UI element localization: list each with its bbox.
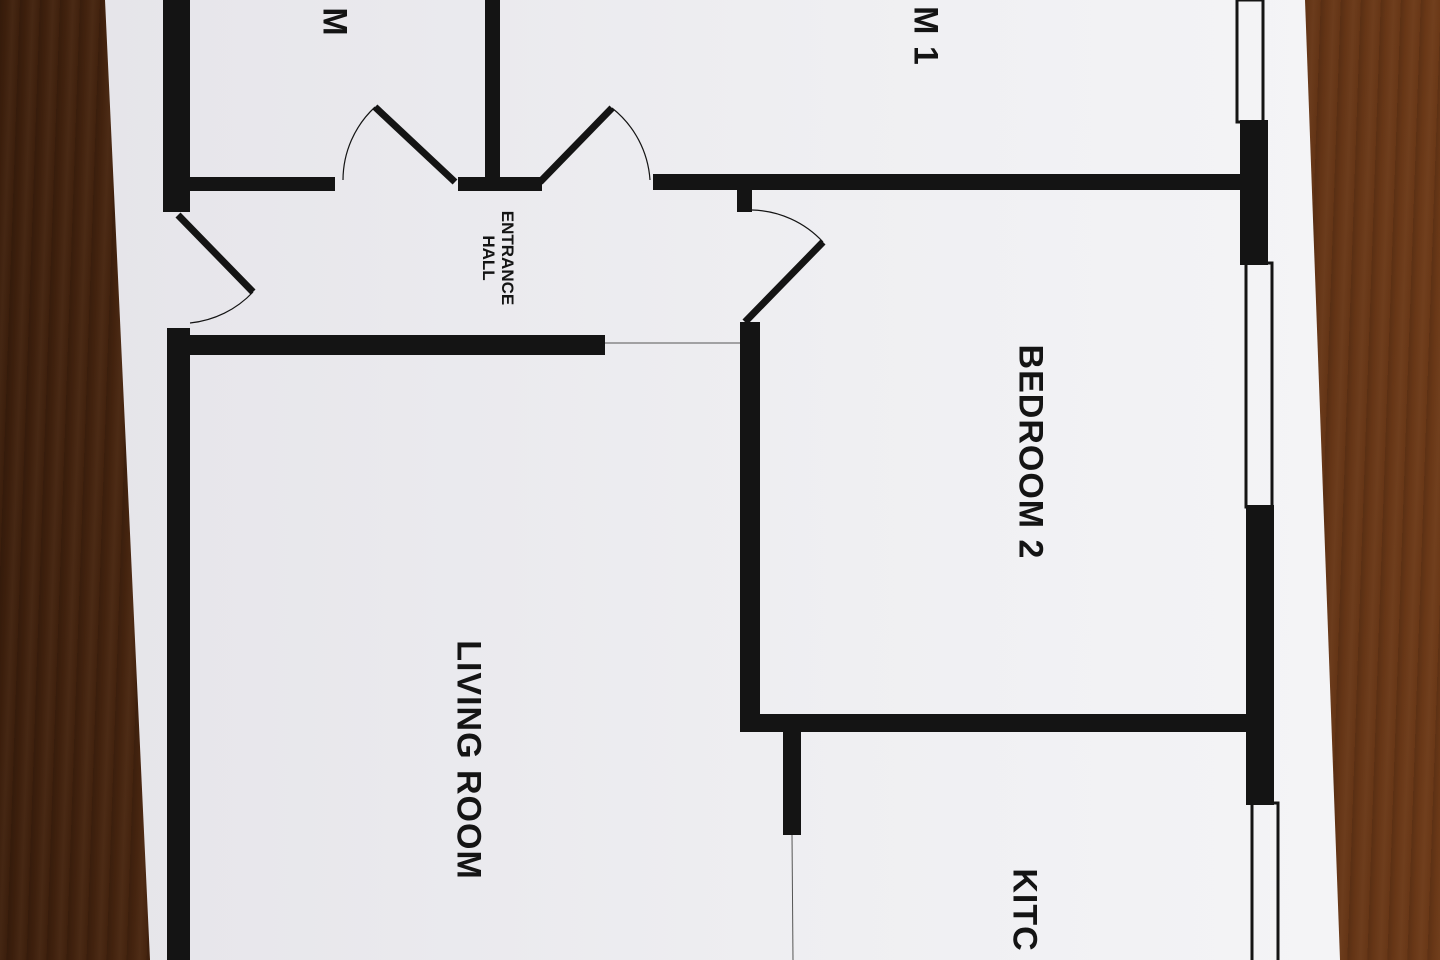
entrance-hall-line2: HALL	[479, 235, 498, 281]
wall-bedroom1-bottom	[653, 174, 1253, 190]
room-label-kitchen: KITC	[1005, 868, 1044, 952]
door-bedroom2-swing	[751, 209, 824, 243]
wall-bedroom2-stub	[737, 185, 752, 212]
door-bedroom2-leaf	[742, 239, 826, 325]
door-bedroom1-leaf	[537, 105, 615, 185]
opening-lines	[605, 342, 794, 960]
wall-right-a	[1240, 120, 1268, 265]
door-bedroom1-swing	[611, 107, 651, 181]
wall-bedroom2-bottom	[740, 714, 1255, 732]
door-front-swing	[189, 291, 254, 324]
paper-sheet	[105, 0, 1340, 960]
wall-hall-stub	[458, 177, 542, 191]
door-front-leaf-a	[175, 212, 256, 295]
wall-bathroom-bottom	[188, 177, 335, 191]
doors	[175, 104, 826, 325]
window-bedroom1	[1235, 0, 1265, 124]
window-kitchen	[1250, 801, 1280, 960]
wall-left-upper	[163, 0, 190, 212]
room-label-entrance-hall: ENTRANCE HALL	[479, 211, 517, 305]
entrance-hall-line1: ENTRANCE	[498, 210, 517, 306]
windows	[1235, 0, 1280, 960]
wall-living-top	[188, 335, 605, 355]
wall-kitchen-stub	[783, 728, 801, 835]
room-label-bedroom-2: BEDROOM 2	[1011, 344, 1050, 560]
door-bathroom-leaf	[372, 104, 458, 185]
room-label-living-room: LIVING ROOM	[449, 640, 488, 880]
walls	[163, 0, 1274, 960]
room-label-bathroom: M	[315, 7, 354, 37]
room-label-bedroom-1: M 1	[906, 6, 945, 66]
wall-bedroom2-left	[740, 322, 760, 732]
opening-living-kitchen	[791, 834, 794, 960]
wall-bathroom-right	[485, 0, 500, 190]
door-bathroom-swing	[342, 106, 376, 181]
window-bedroom2	[1244, 261, 1274, 509]
wall-left-lower	[167, 328, 190, 960]
wall-right-b	[1246, 505, 1274, 805]
